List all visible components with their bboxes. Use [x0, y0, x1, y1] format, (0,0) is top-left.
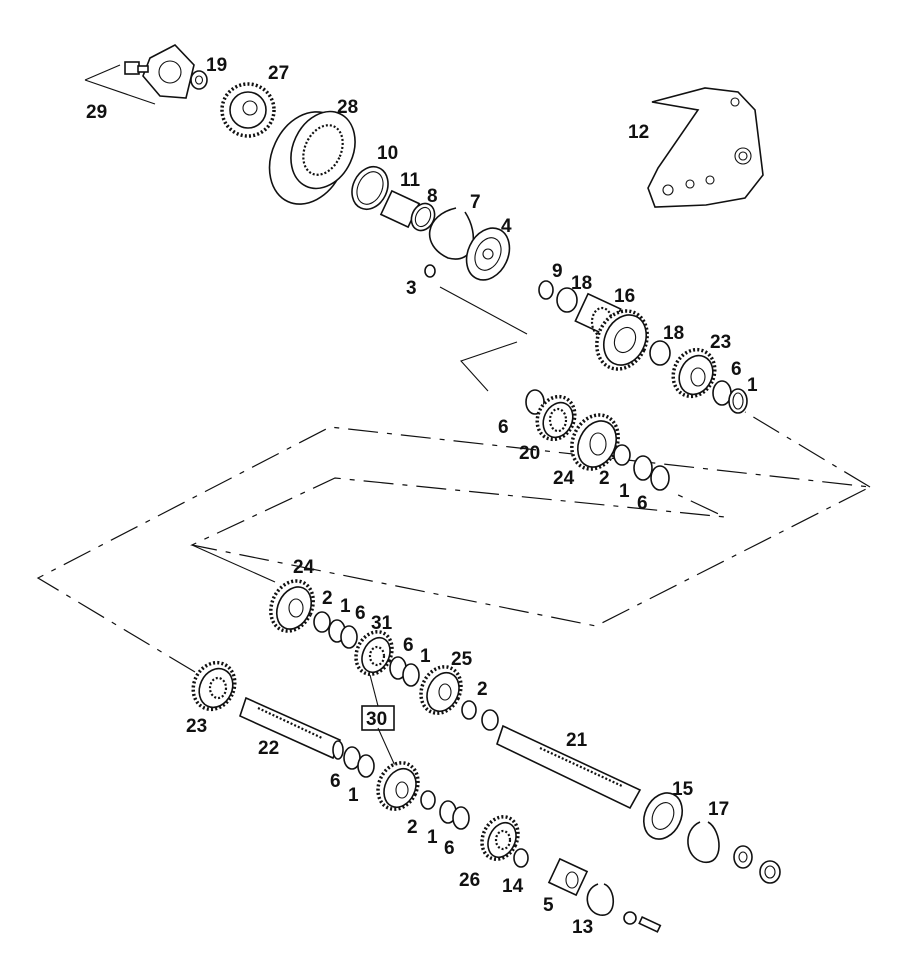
part-label: 1	[348, 785, 359, 806]
part-label: 16	[614, 286, 635, 307]
part-label: 18	[663, 323, 684, 344]
part-label: 20	[519, 443, 540, 464]
part-label: 14	[502, 876, 524, 897]
part-label: 6	[637, 493, 648, 514]
part-label: 1	[427, 827, 438, 848]
part-label: 8	[427, 186, 438, 207]
shaft-rings-upper	[351, 166, 528, 392]
part-label: 5	[543, 895, 554, 916]
part-label: 6	[444, 838, 455, 859]
part-label: 24	[553, 468, 575, 489]
part-label: 23	[186, 716, 207, 737]
part-label: 24	[293, 557, 315, 578]
bottom-bearing-group	[547, 857, 662, 933]
part-label: 6	[355, 603, 366, 624]
part-label: 13	[572, 917, 593, 938]
part-label: 18	[571, 273, 592, 294]
part-label: 6	[330, 771, 341, 792]
part-label: 4	[501, 216, 512, 237]
clutch-drum	[268, 110, 356, 205]
part-label: 3	[406, 278, 417, 299]
sprocket	[220, 82, 276, 138]
part-label: 1	[747, 375, 758, 396]
mainshaft	[496, 724, 781, 884]
part-label: 6	[731, 359, 742, 380]
part-label: 25	[451, 649, 473, 670]
part-label: 9	[552, 261, 563, 282]
part-label: 6	[498, 417, 509, 438]
part-label: 2	[599, 468, 610, 489]
gearbox-cover	[647, 87, 764, 208]
part-label: 12	[628, 122, 649, 143]
connection-line-outer	[36, 426, 873, 673]
part-label: 6	[403, 635, 414, 656]
part-label: 31	[371, 613, 393, 634]
part-label: 28	[337, 97, 358, 118]
part-label: 17	[708, 799, 729, 820]
connection-line-right	[744, 411, 871, 488]
group-label-frame	[361, 705, 395, 731]
part-label: 27	[268, 63, 289, 84]
countershaft-lower	[191, 660, 344, 760]
part-label: 26	[459, 870, 480, 891]
part-label: 1	[420, 646, 431, 667]
part-label: 2	[477, 679, 488, 700]
mainshaft-gear-group	[269, 579, 499, 769]
part-label: 15	[672, 779, 694, 800]
part-label: 21	[566, 730, 588, 751]
part-label: 2	[322, 588, 333, 609]
countershaft-upper-group	[538, 280, 748, 414]
part-label: 2	[407, 817, 418, 838]
part-label: 7	[470, 192, 481, 213]
flange-plate-assembly	[84, 44, 208, 105]
part-label: 1	[340, 596, 351, 617]
lower-gear-group	[343, 746, 529, 868]
part-label: 11	[400, 170, 421, 191]
part-label: 23	[710, 332, 731, 353]
part-label: 29	[86, 102, 107, 123]
connection-line-inner	[191, 544, 276, 583]
part-label: 30	[366, 709, 387, 730]
part-label: 1	[619, 481, 630, 502]
part-label: 22	[258, 738, 279, 759]
part-labels: 29 19 27 28 10 11 8 7 4 3 12 9 18 16 18 …	[86, 55, 758, 938]
part-label: 10	[377, 143, 398, 164]
part-label: 19	[206, 55, 227, 76]
middle-gear-group	[525, 389, 670, 491]
